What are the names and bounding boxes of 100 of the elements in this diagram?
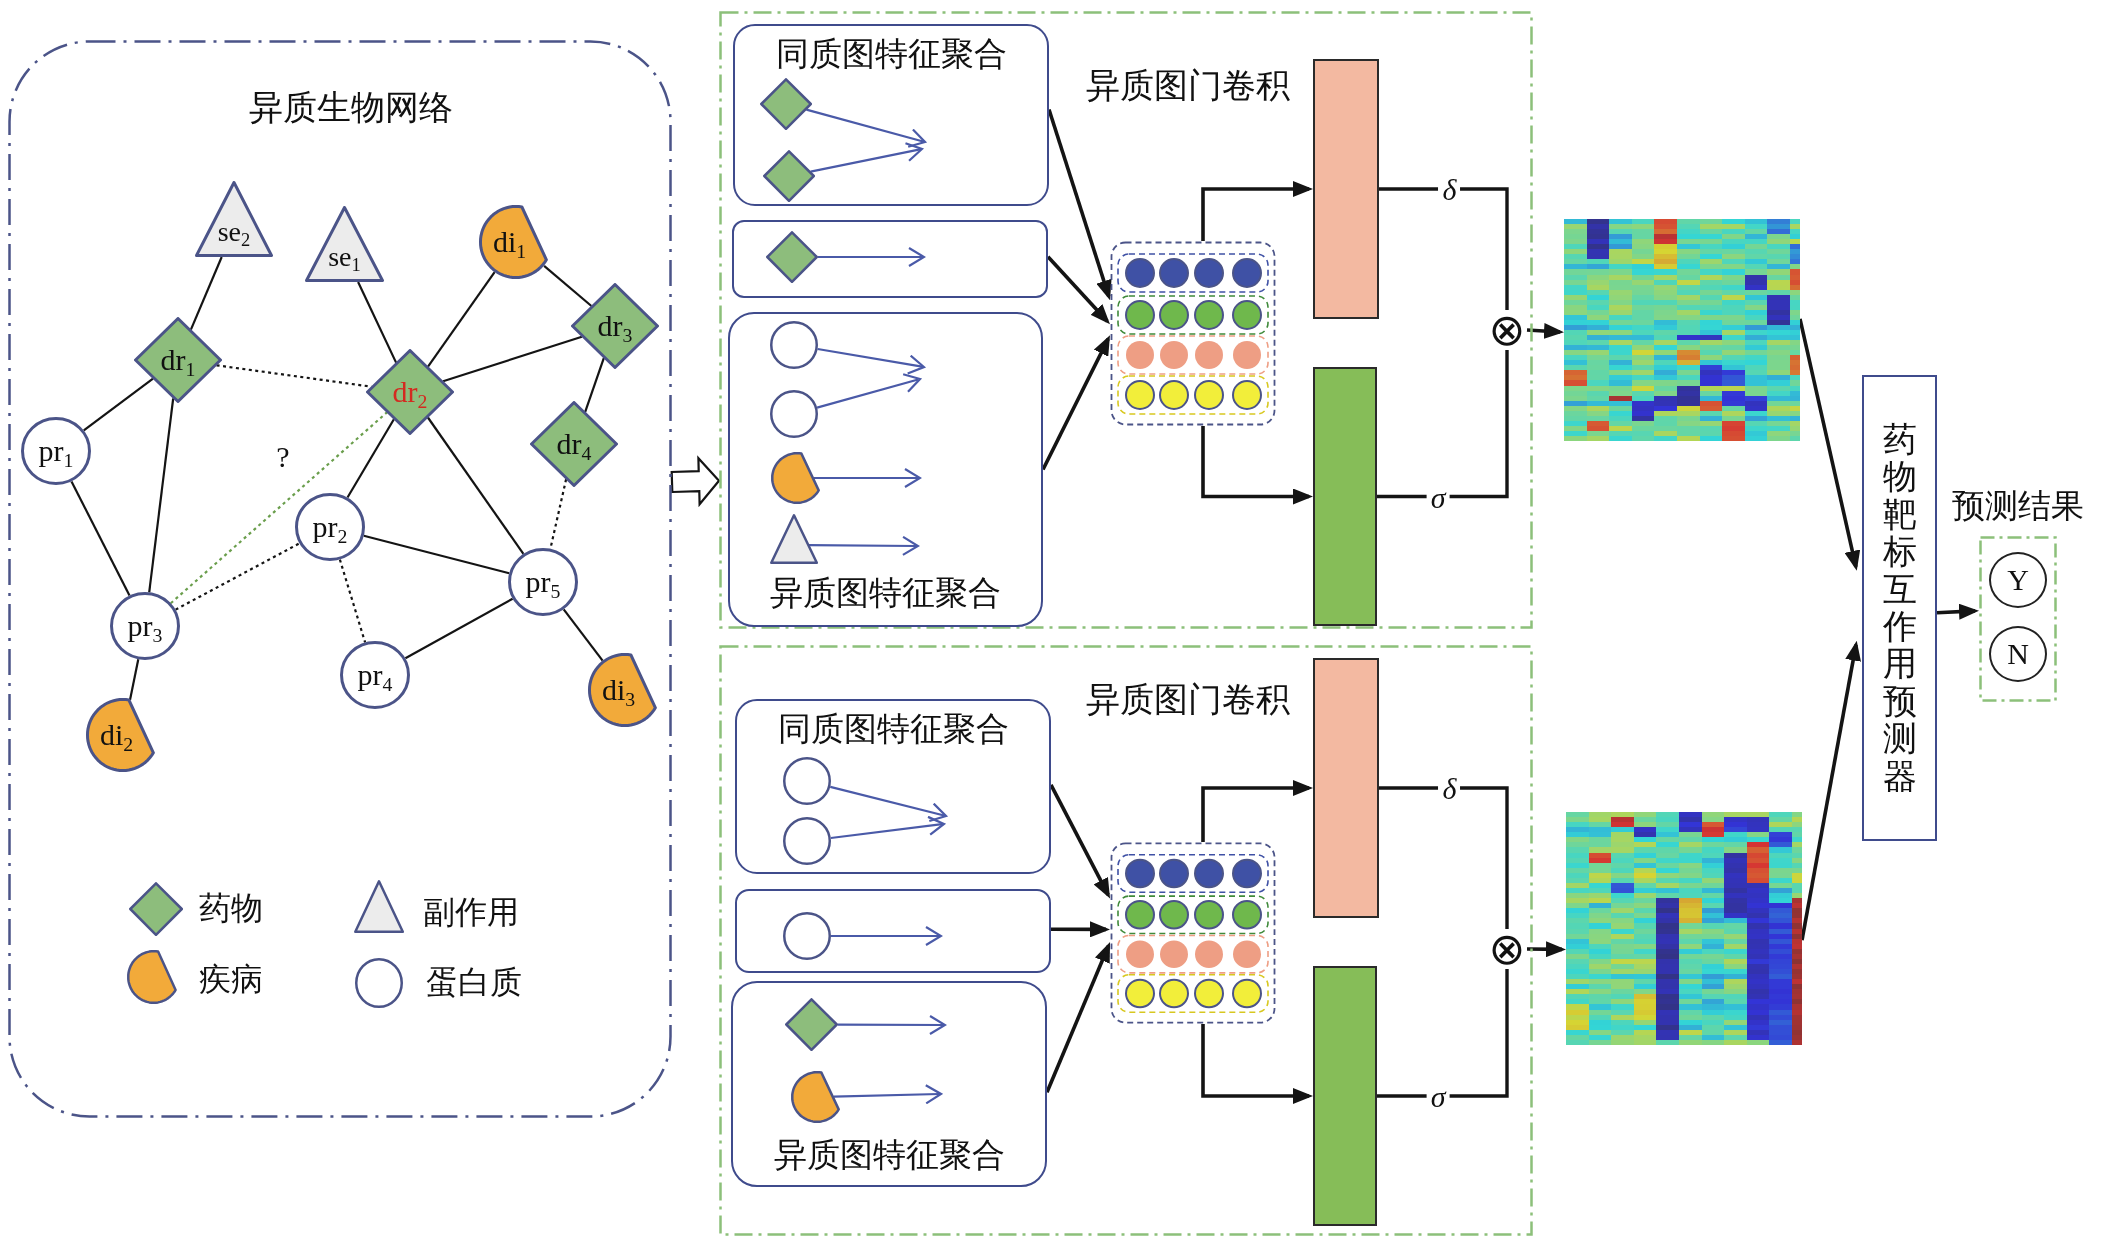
connector-line (543, 265, 593, 307)
box-title: 同质图特征聚合 (775, 35, 1007, 74)
node-label: dr$_{2}$ (392, 377, 428, 407)
arrow (817, 347, 926, 375)
node-label: di$_{3}$ (601, 675, 636, 705)
connector-line (1377, 350, 1509, 499)
multiply-symbol: ⊗ (1487, 929, 1527, 969)
arrow (1201, 181, 1313, 241)
circle-node (783, 817, 831, 865)
circle-node (110, 592, 180, 660)
dotted-line (175, 542, 300, 611)
legend-label: 疾病 (199, 960, 263, 999)
aggregation-box (731, 981, 1047, 1187)
panel-title: 异质生物网络 (249, 88, 453, 128)
arrow (1526, 323, 1564, 339)
box-title: 同质图特征聚合 (777, 710, 1009, 749)
arrow (1045, 942, 1111, 1093)
arrow (816, 373, 922, 409)
circle-node (770, 390, 818, 438)
network-panel (8, 40, 672, 1118)
legend-label: 副作用 (423, 893, 519, 932)
arrow (1201, 426, 1313, 505)
panel-title: 异质图门卷积 (1086, 680, 1290, 720)
circle-node (770, 321, 818, 369)
node-label: Y (2007, 565, 2029, 595)
answer-circle (1989, 552, 2047, 608)
connector-line (189, 256, 223, 331)
arrow (833, 1084, 943, 1105)
arrow (806, 108, 927, 148)
connector-line (1377, 969, 1509, 1098)
arrow (837, 1014, 947, 1036)
legend-label: 蛋白质 (426, 963, 522, 1002)
arrow (1798, 318, 1861, 571)
arrow (1936, 603, 1979, 620)
connector-line (70, 480, 131, 597)
circle-node (21, 417, 91, 485)
circle-node (783, 757, 831, 805)
node-label: se$_{1}$ (328, 243, 361, 271)
node-label: di$_{1}$ (492, 227, 527, 257)
triangle-node (195, 181, 273, 257)
connector-line (442, 335, 583, 383)
module-panel (719, 11, 1533, 629)
arrow (830, 815, 946, 840)
vertical-label: 药物靶标互作用预测器 (1882, 421, 1917, 795)
panel-title: 异质图门卷积 (1086, 66, 1290, 106)
aggregation-box (735, 699, 1051, 874)
arrow (1049, 783, 1111, 899)
arrow (810, 142, 924, 173)
feature-grid (1110, 241, 1276, 426)
connector-line (584, 357, 605, 413)
node-label: pr$_{3}$ (127, 611, 163, 641)
arrow (1047, 108, 1112, 301)
node-label: dr$_{4}$ (556, 429, 592, 459)
node-label: N (2007, 639, 2029, 669)
gate-bar (1313, 59, 1379, 319)
diamond-node (785, 998, 838, 1051)
circle-node (340, 641, 410, 709)
box-title: 异质图特征聚合 (773, 1136, 1005, 1175)
arrow (1201, 780, 1313, 842)
connector-line (148, 398, 175, 593)
arrow (1201, 1024, 1313, 1104)
connector-line (427, 271, 496, 368)
triangle-node (770, 514, 818, 564)
node-label: dr$_{3}$ (597, 311, 633, 341)
connector-line (562, 608, 604, 662)
diamond-node (134, 317, 222, 403)
node-label: pr$_{4}$ (357, 660, 393, 690)
arrow (1800, 640, 1861, 941)
aggregation-box (732, 220, 1048, 298)
circle-node (295, 493, 365, 561)
legend-label: 药物 (199, 889, 263, 928)
node-label: di$_{2}$ (99, 720, 134, 750)
dotted-line (170, 411, 388, 605)
triangle-node (305, 206, 384, 282)
diamond-node (571, 283, 659, 369)
diamond-node (366, 349, 454, 435)
arrow (808, 535, 920, 556)
connector-line (128, 659, 140, 701)
diamond-node (760, 78, 812, 130)
arrow (1527, 941, 1566, 958)
feature-grid (1110, 842, 1276, 1024)
predictor-box (1862, 375, 1937, 841)
connector-line (1379, 786, 1509, 929)
arrow (1051, 921, 1110, 938)
arrow (1046, 255, 1110, 325)
arrow (831, 925, 943, 947)
circle-node (508, 548, 578, 616)
gate-bar (1313, 367, 1377, 626)
answer-circle (1989, 626, 2047, 682)
arrow (813, 467, 922, 489)
diamond-node (766, 231, 818, 283)
module-panel (719, 645, 1533, 1236)
heatmap (1564, 219, 1800, 441)
diamond-node (763, 150, 815, 202)
hollow-arrow (670, 455, 721, 508)
node-label: pr$_{1}$ (38, 436, 74, 466)
arrow (1041, 335, 1110, 471)
connector-line (357, 281, 398, 364)
node-label: pr$_{5}$ (525, 567, 561, 597)
aggregation-box (728, 312, 1043, 627)
